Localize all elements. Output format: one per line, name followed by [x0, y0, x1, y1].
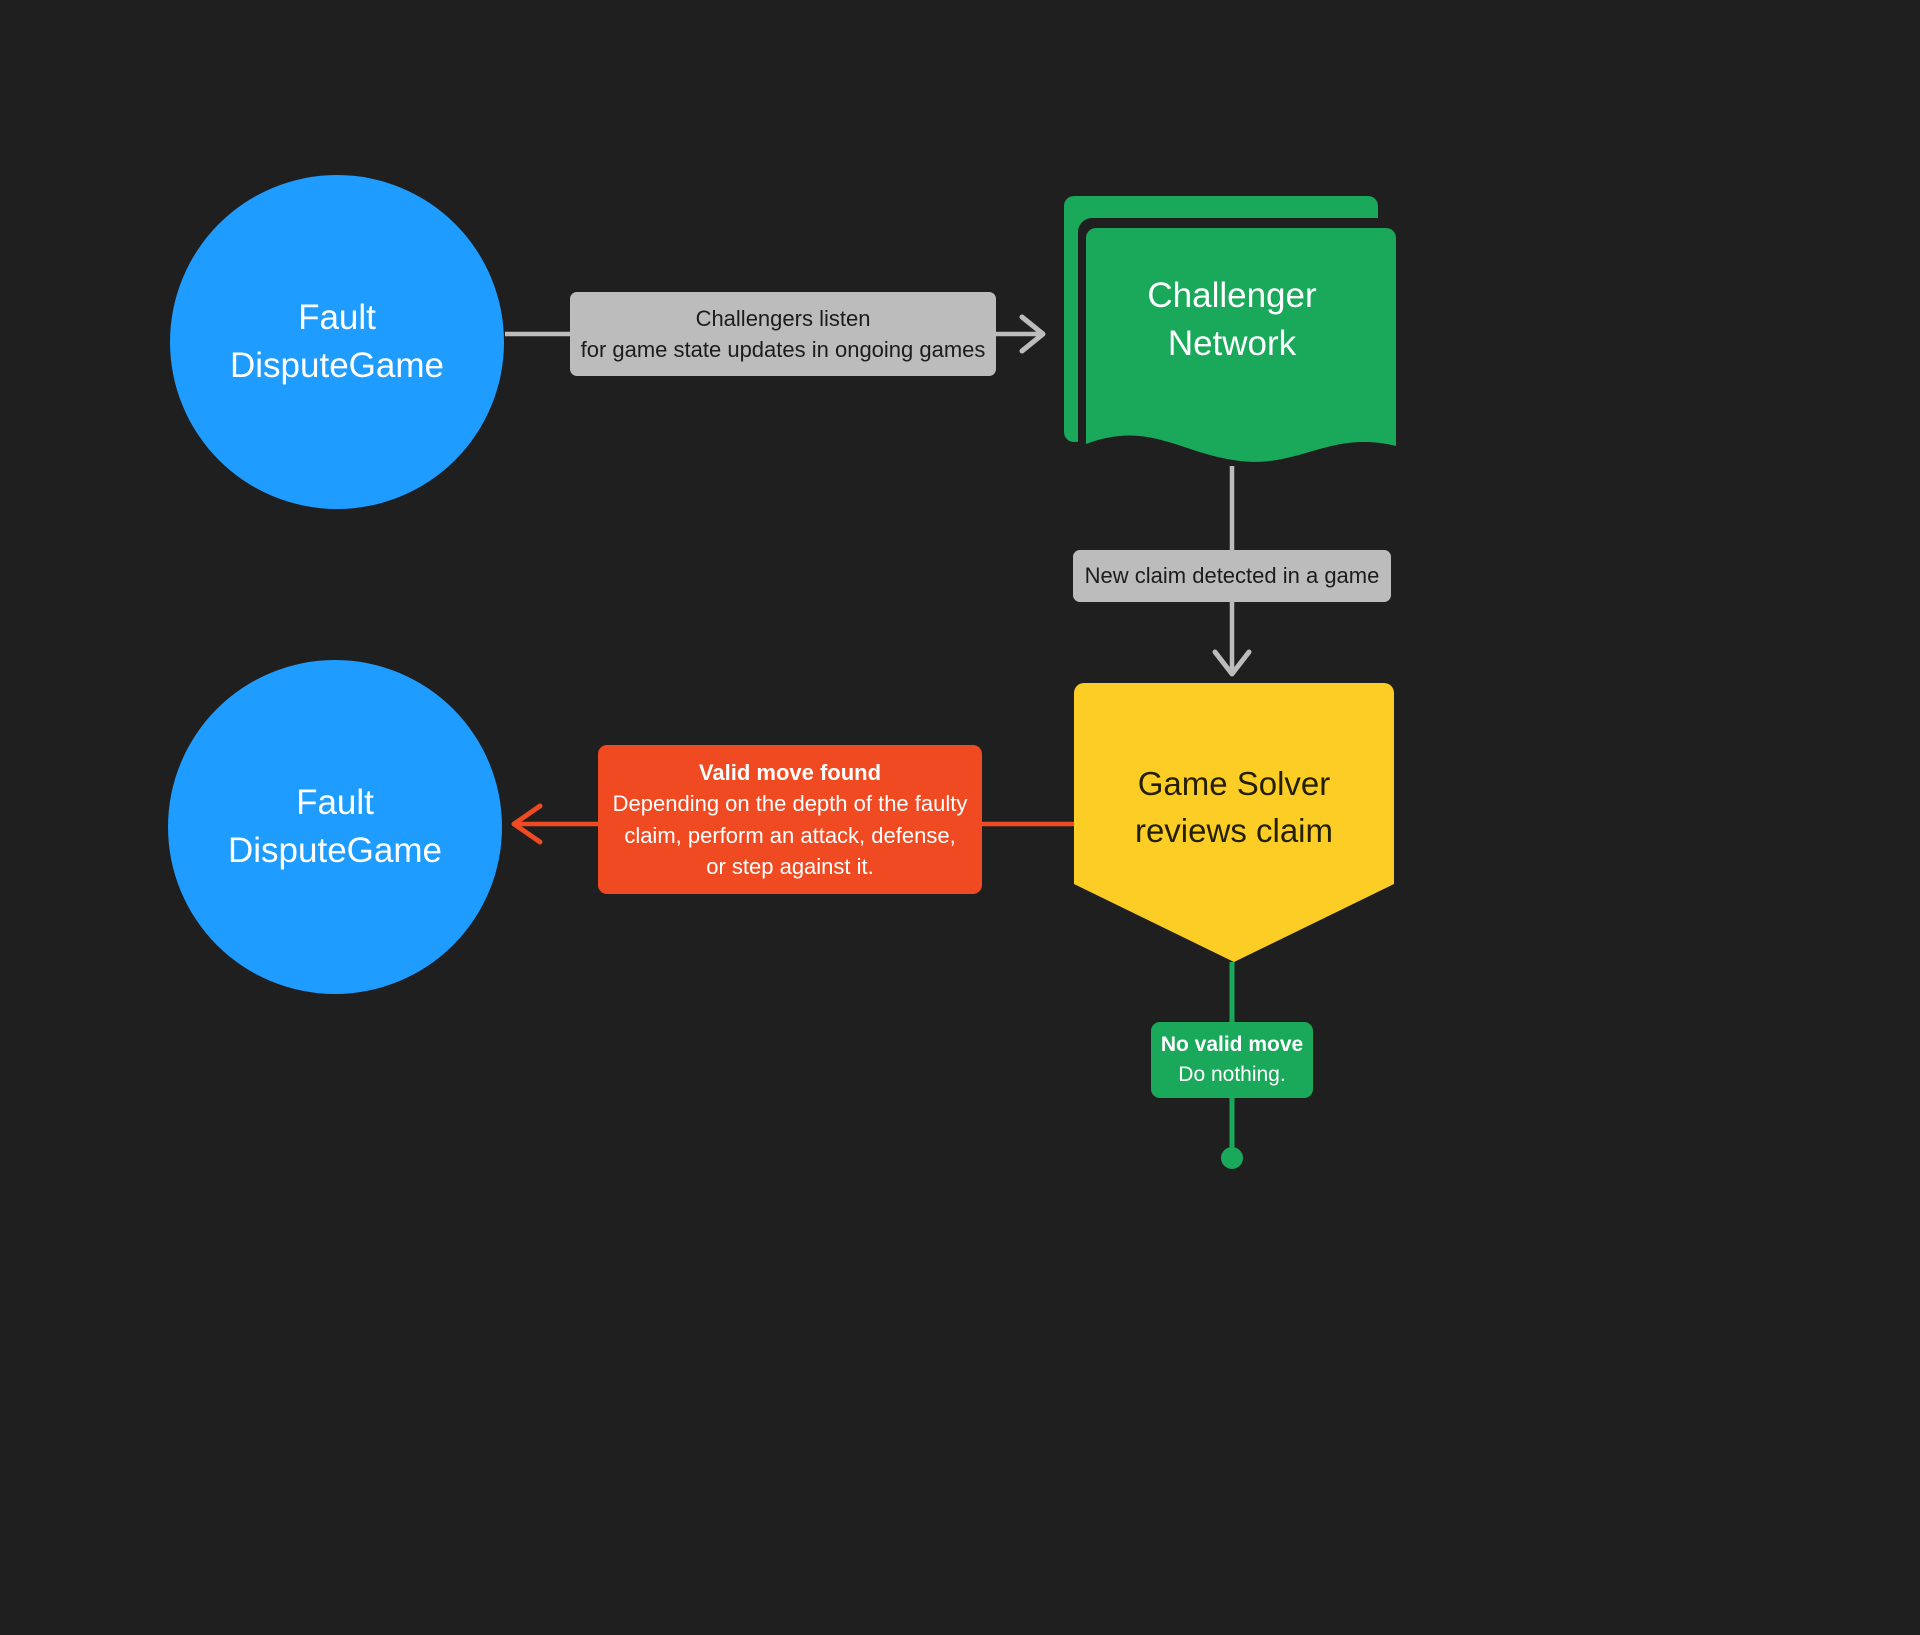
edge-label-line-1: Depending on the depth of the faulty [612, 791, 968, 817]
node-line-2: reviews claim [1134, 811, 1334, 849]
edge-label-heading: Valid move found [698, 759, 882, 785]
node-challenger-network[interactable]: Challenger Network [1064, 200, 1400, 466]
edge-label-line-1: New claim detected in a game [1084, 563, 1380, 589]
node-label-stack: Fault DisputeGame [230, 294, 444, 389]
edge-label-no-valid-move[interactable]: No valid move Do nothing. [1151, 1022, 1313, 1098]
node-label-stack: Game Solver reviews claim [1135, 761, 1333, 855]
node-line-1: Fault [298, 298, 376, 338]
edge-label-line-2: claim, perform an attack, defense, [624, 822, 956, 848]
node-line-2: Network [1167, 323, 1297, 363]
edge-label-line-2: for game state updates in ongoing games [580, 337, 986, 362]
node-line-1: Game Solver [1137, 765, 1331, 802]
edge-label-challengers-listen[interactable]: Challengers listen for game state update… [570, 292, 996, 376]
edge-label-line-3: or step against it. [706, 853, 874, 879]
node-line-2: DisputeGame [228, 831, 442, 870]
node-label-stack: Fault DisputeGame [228, 779, 442, 874]
edge-label-new-claim-detected[interactable]: New claim detected in a game [1073, 550, 1391, 602]
node-label-stack: Challenger Network [1147, 272, 1316, 367]
node-fault-dispute-game-top[interactable]: Fault DisputeGame [170, 175, 504, 509]
terminal-dot [1221, 1147, 1243, 1169]
edge-label-valid-move-found[interactable]: Valid move found Depending on the depth … [598, 745, 982, 894]
edge-label-line-1: Challengers listen [695, 305, 871, 331]
node-line-1: Fault [296, 783, 374, 823]
node-line-2: DisputeGame [230, 346, 444, 385]
node-game-solver[interactable]: Game Solver reviews claim [1074, 683, 1394, 968]
node-line-1: Challenger [1147, 276, 1317, 315]
edge-label-heading: No valid move [1160, 1032, 1304, 1056]
edge-label-line-1: Do nothing. [1178, 1063, 1286, 1086]
node-fault-dispute-game-bottom[interactable]: Fault DisputeGame [168, 660, 502, 994]
